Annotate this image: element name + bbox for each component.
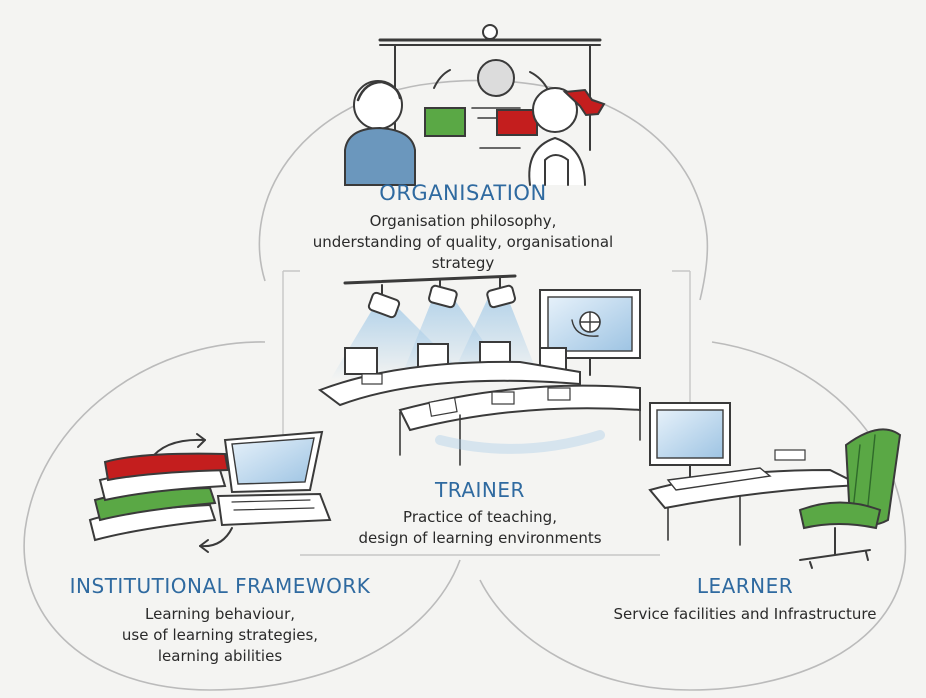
institutional-illustration [88,430,332,553]
circle-institutional [23,341,461,691]
organisation-illustration [344,24,606,186]
learner-label: LEARNER Service facilities and Infrastru… [600,574,890,625]
organisation-description-line-2: understanding of quality, organisational… [312,233,614,272]
trainer-title: TRAINER [435,478,525,502]
circle-learner [479,341,907,691]
trainer-description-line-1: Practice of teaching, [403,508,557,526]
trainer-label: TRAINER Practice of teaching, design of … [330,478,630,549]
institutional-description-line-2: use of learning strategies, [121,626,319,644]
organisation-title: ORGANISATION [379,181,547,205]
institutional-description-line-1: Learning behaviour, [145,605,295,623]
circle-organisation [258,79,709,301]
organisation-description-line-1: Organisation philosophy, [369,212,557,230]
trainer-description-line-2: design of learning environments [358,529,602,547]
trainer-illustration [317,274,641,466]
organisation-label: ORGANISATION Organisation philosophy, un… [303,181,623,274]
trainer-bracket [282,270,691,556]
institutional-framework-label: INSTITUTIONAL FRAMEWORK Learning behavio… [60,574,380,667]
learner-illustration [648,402,902,569]
institutional-description-line-3: learning abilities [157,647,283,665]
institutional-framework-title: INSTITUTIONAL FRAMEWORK [69,574,371,598]
learner-title: LEARNER [696,574,794,598]
learner-description-line-1: Service facilities and Infrastructure [613,605,877,623]
